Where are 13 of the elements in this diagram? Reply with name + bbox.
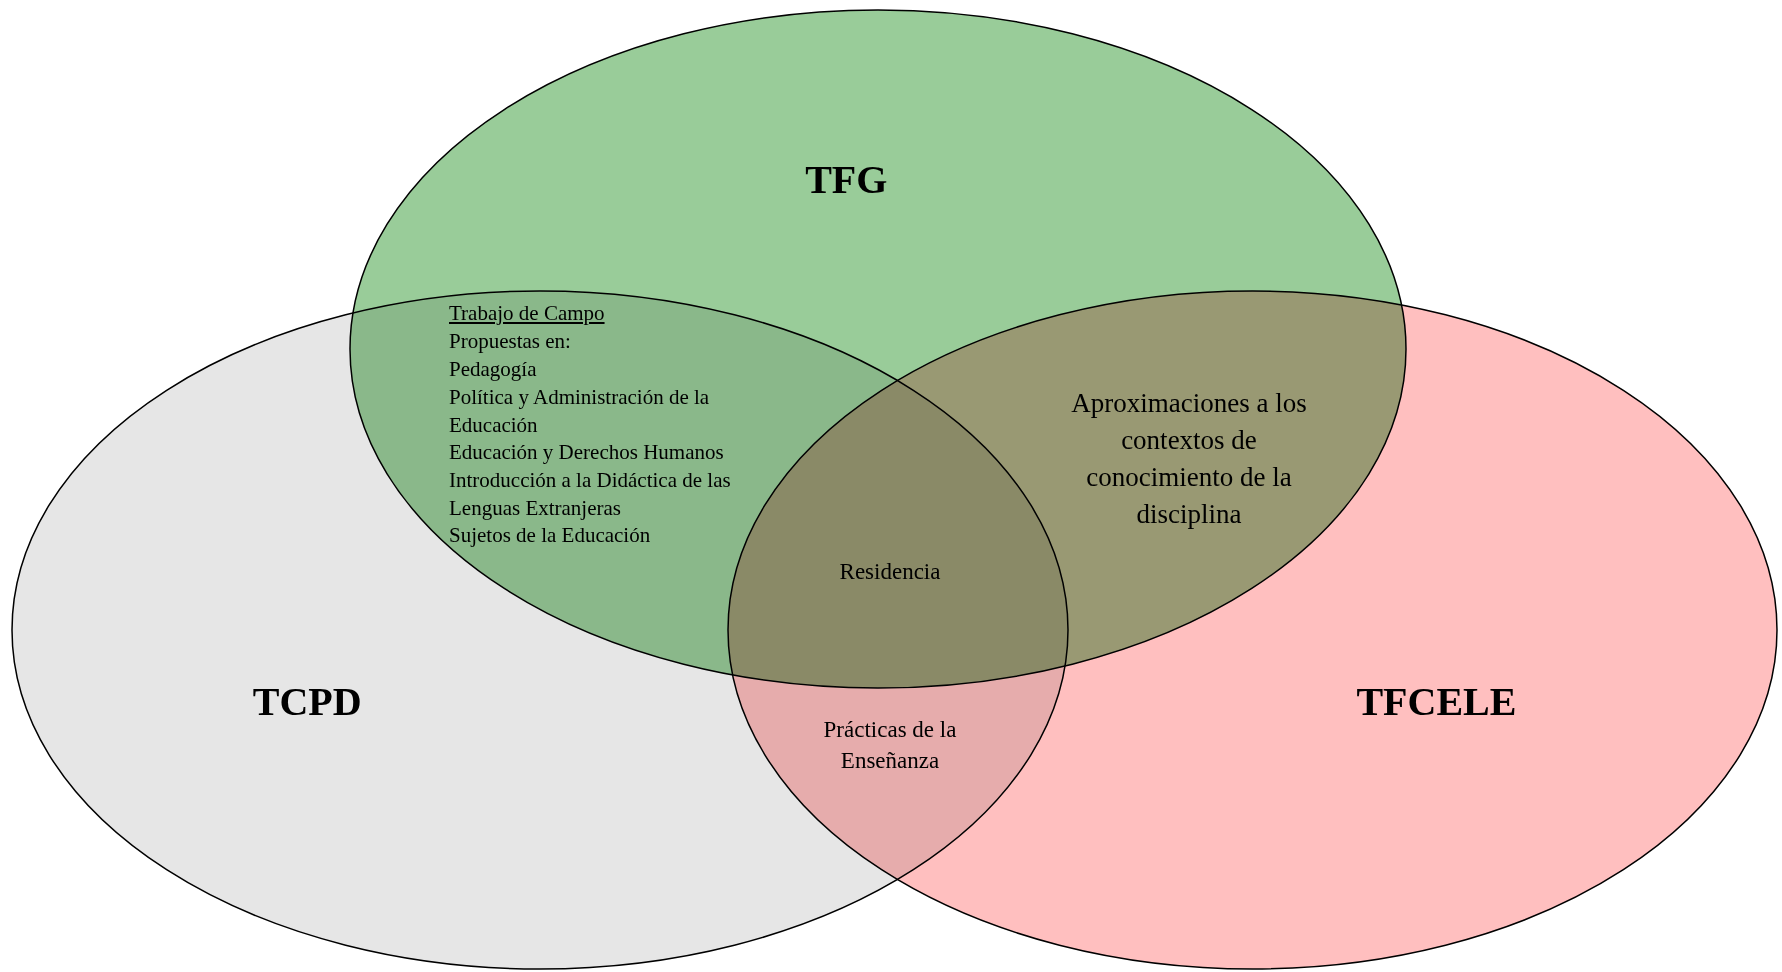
list-item: Introducción a la Didáctica de las Lenguas Extranjeras	[449, 467, 732, 522]
list-heading: Trabajo de Campo	[449, 300, 606, 327]
list-item: Pedagogía	[449, 356, 538, 383]
region-text: Prácticas de la Enseñanza	[822, 716, 958, 775]
list-item: Sujetos de la Educación	[449, 522, 652, 549]
list-intro: Propuestas en:	[449, 328, 572, 355]
set-title: TFCELE	[1356, 677, 1517, 725]
set-title: TFG	[805, 155, 888, 203]
list-item: Política y Administración de la Educación	[449, 384, 711, 439]
list-item: Educación y Derechos Humanos	[449, 439, 725, 466]
set-title: TCPD	[252, 677, 362, 725]
region-text: Aproximaciones a los contextos de conocimiento de la disciplina	[1070, 387, 1308, 531]
region-text: Residencia	[838, 558, 942, 586]
